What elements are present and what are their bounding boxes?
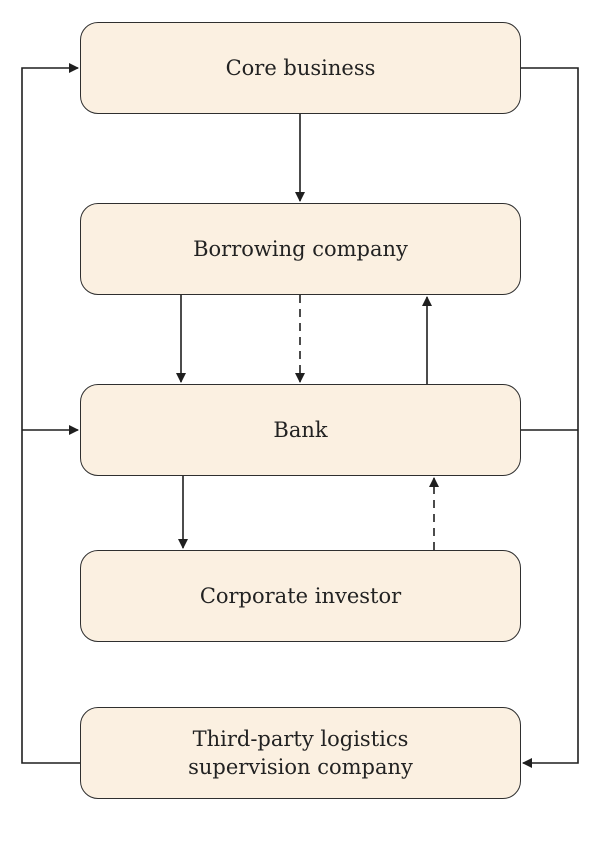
core-to-logistics-arrow (521, 67, 579, 768)
bank-label: Bank (273, 417, 328, 442)
core-business-box: Core business (80, 22, 521, 114)
borrowing-company-label: Borrowing company (193, 236, 408, 261)
third-party-logistics-box: Third-party logistics supervision compan… (80, 707, 521, 799)
bank-box: Bank (80, 384, 521, 476)
logistics-to-core-feedback-arrow (21, 63, 80, 764)
borrowing-company-box: Borrowing company (80, 203, 521, 295)
third-party-logistics-label: Third-party logistics supervision compan… (188, 726, 413, 779)
corporate-investor-label: Corporate investor (199, 583, 402, 608)
core-business-label: Core business (225, 55, 376, 80)
corporate-investor-box: Corporate investor (80, 550, 521, 642)
